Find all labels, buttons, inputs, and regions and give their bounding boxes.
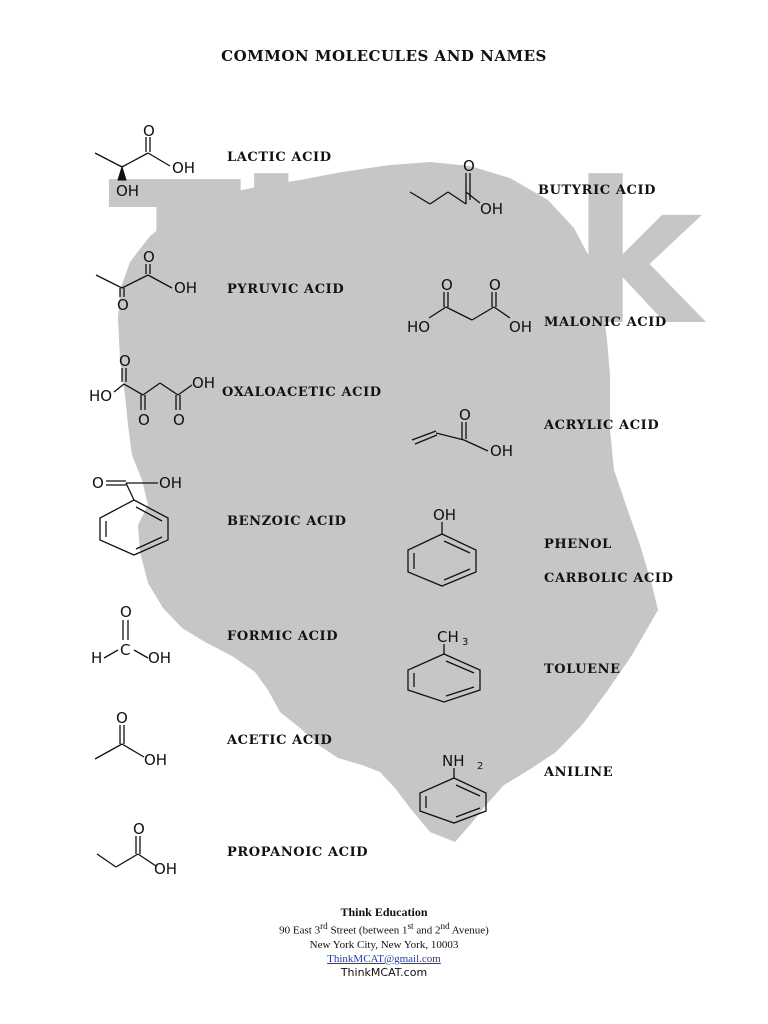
svg-text:H: H — [91, 649, 102, 667]
label-butyric-acid: BUTYRIC ACID — [538, 183, 657, 198]
phenol-structure: OH — [407, 506, 477, 587]
svg-text:OH: OH — [509, 318, 532, 336]
svg-text:O: O — [143, 122, 155, 140]
label-acetic-acid: ACETIC ACID — [227, 733, 333, 748]
svg-text:C: C — [120, 641, 130, 659]
label-formic-acid: FORMIC ACID — [227, 629, 339, 644]
svg-text:O: O — [441, 276, 453, 294]
label-toluene: TOLUENE — [544, 662, 621, 677]
propanoic-acid-structure: O OH — [96, 820, 177, 878]
svg-text:OH: OH — [490, 442, 513, 460]
svg-text:O: O — [138, 411, 150, 429]
svg-text:OH: OH — [192, 374, 215, 392]
svg-text:O: O — [143, 248, 155, 266]
footer: Think Education 90 East 3rd Street (betw… — [0, 905, 768, 980]
svg-text:OH: OH — [148, 649, 171, 667]
svg-text:O: O — [133, 820, 145, 838]
label-phenol: PHENOL — [544, 537, 612, 552]
svg-text:OH: OH — [154, 860, 177, 878]
svg-text:O: O — [459, 406, 471, 424]
label-carbolic-acid: CARBOLIC ACID — [544, 571, 674, 586]
footer-email-link[interactable]: ThinkMCAT@gmail.com — [327, 952, 441, 965]
svg-text:OH: OH — [433, 506, 456, 524]
label-benzoic-acid: BENZOIC ACID — [227, 514, 347, 529]
svg-text:O: O — [92, 474, 104, 492]
aniline-structure: NH 2 — [419, 752, 487, 824]
page-title: COMMON MOLECULES AND NAMES — [221, 47, 547, 65]
svg-text:HO: HO — [89, 387, 112, 405]
formic-acid-structure: O C H OH — [91, 603, 171, 667]
malonic-acid-structure: O O HO OH — [407, 276, 532, 336]
svg-text:HO: HO — [407, 318, 430, 336]
svg-text:O: O — [463, 157, 475, 175]
label-lactic-acid: LACTIC ACID — [227, 150, 332, 165]
lactic-acid-structure: O OH OH — [94, 122, 195, 200]
pyruvic-acid-structure: O O OH — [95, 248, 197, 314]
svg-text:O: O — [120, 603, 132, 621]
footer-address: 90 East 3rd Street (between 1st and 2nd … — [279, 921, 489, 937]
svg-text:O: O — [116, 709, 128, 727]
label-aniline: ANILINE — [544, 765, 614, 780]
svg-text:OH: OH — [116, 182, 139, 200]
watermark-text: Think — [108, 141, 707, 369]
label-propanoic-acid: PROPANOIC ACID — [227, 845, 369, 860]
svg-text:3: 3 — [462, 637, 468, 648]
svg-text:OH: OH — [172, 159, 195, 177]
label-malonic-acid: MALONIC ACID — [544, 315, 667, 330]
label-acrylic-acid: ACRYLIC ACID — [544, 418, 660, 433]
oxaloacetic-acid-structure: HO O O O OH — [89, 352, 215, 429]
footer-website: ThinkMCAT.com — [340, 965, 428, 979]
benzoic-acid-structure: O OH — [92, 474, 182, 556]
toluene-structure: CH 3 — [407, 628, 481, 703]
footer-city: New York City, New York, 10003 — [309, 938, 459, 951]
acrylic-acid-structure: O OH — [411, 406, 513, 460]
svg-text:O: O — [489, 276, 501, 294]
svg-text:OH: OH — [144, 751, 167, 769]
head-silhouette — [118, 162, 658, 842]
butyric-acid-structure: O OH — [409, 157, 503, 218]
svg-text:OH: OH — [480, 200, 503, 218]
svg-text:CH: CH — [437, 628, 459, 646]
svg-text:OH: OH — [159, 474, 182, 492]
svg-text:O: O — [173, 411, 185, 429]
label-oxaloacetic-acid: OXALOACETIC ACID — [222, 385, 382, 400]
svg-text:O: O — [119, 352, 131, 370]
acetic-acid-structure: O OH — [94, 709, 167, 769]
footer-org: Think Education — [340, 905, 428, 919]
label-pyruvic-acid: PYRUVIC ACID — [227, 282, 345, 297]
svg-text:2: 2 — [477, 761, 483, 772]
svg-text:O: O — [117, 296, 129, 314]
svg-text:OH: OH — [174, 279, 197, 297]
svg-text:NH: NH — [442, 752, 465, 770]
